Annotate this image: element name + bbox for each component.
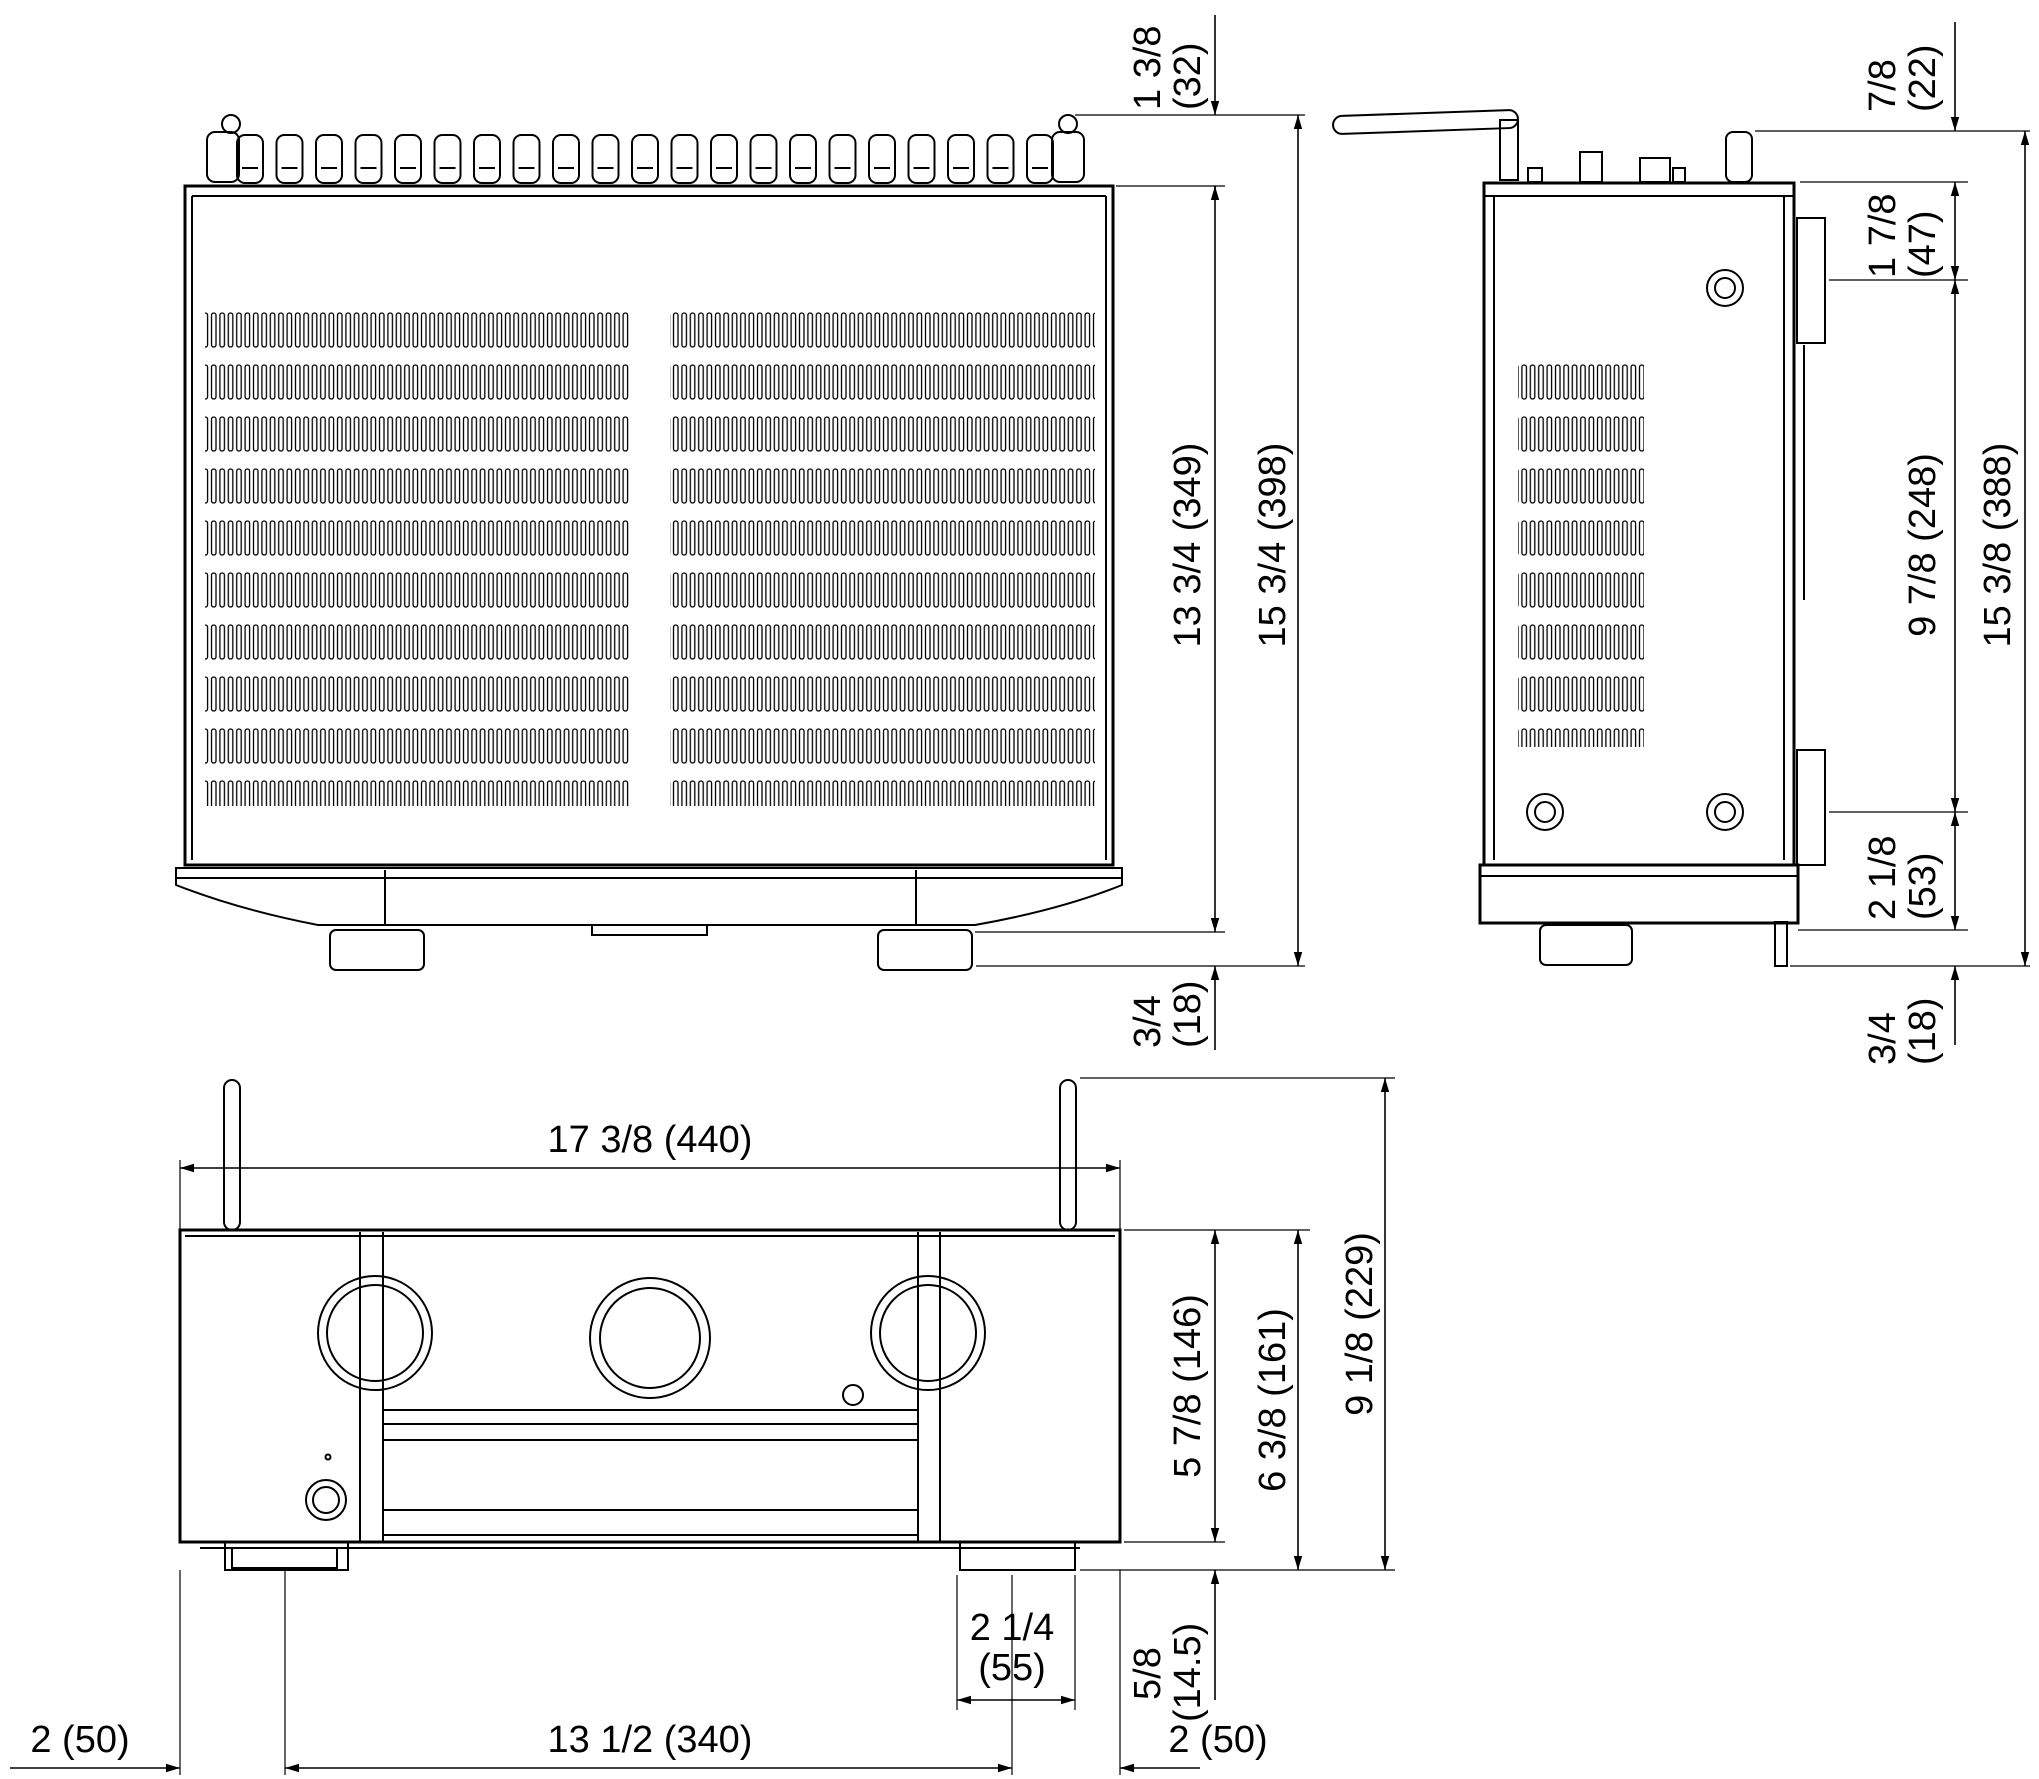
rear-terminal — [631, 134, 659, 184]
rear-terminal — [236, 134, 264, 184]
front-foot-width-mm: (55) — [978, 1647, 1046, 1689]
side-total-depth: 15 3/8 (388) — [1977, 443, 2019, 648]
power-button — [305, 1453, 347, 1521]
display-knob-center — [589, 1277, 711, 1399]
rear-terminal — [749, 134, 778, 184]
small-button — [842, 1384, 864, 1406]
rear-terminal — [710, 134, 738, 184]
front-foot-width-in: 2 1/4 — [970, 1607, 1055, 1649]
front-view: 17 3/8 (440) 5 7/8 (146) 6 3/8 (161) 9 1… — [10, 1077, 1395, 1775]
rear-terminal — [789, 134, 817, 184]
rear-terminal — [868, 134, 896, 184]
rear-terminal — [275, 134, 304, 184]
antenna-right — [1059, 1079, 1077, 1231]
antenna-left — [223, 1079, 241, 1231]
rear-terminal — [907, 134, 936, 184]
side-foot-offset-mm: (18) — [1902, 997, 1944, 1065]
rear-terminals — [236, 134, 1054, 184]
top-body-depth: 13 3/4 (349) — [1167, 443, 1209, 648]
rear-terminal — [354, 134, 383, 184]
side-top-section-in: 1 7/8 — [1862, 193, 1904, 278]
front-width: 17 3/8 (440) — [548, 1119, 753, 1161]
top-antenna-offset-in: 1 3/8 — [1127, 25, 1169, 110]
rear-terminal — [591, 134, 620, 184]
rear-terminal — [986, 134, 1015, 184]
front-body-height: 5 7/8 (146) — [1167, 1294, 1209, 1478]
side-antenna-offset-mm: (22) — [1902, 44, 1944, 112]
top-total-depth: 15 3/4 (398) — [1252, 443, 1294, 648]
front-height-with-feet: 6 3/8 (161) — [1252, 1308, 1294, 1492]
top-view: 1 3/8 (32) 13 3/4 (349) 15 3/4 (398) 3/4… — [175, 15, 1305, 1050]
volume-knob-right — [870, 1275, 986, 1391]
rear-terminal — [433, 134, 462, 184]
front-left-foot-offset: 2 (50) — [30, 1719, 129, 1761]
side-bottom-section-mm: (53) — [1902, 852, 1944, 920]
vent-grille-right — [670, 308, 1095, 806]
side-screws — [1526, 269, 1744, 831]
top-foot-offset-in: 3/4 — [1127, 995, 1169, 1048]
side-middle-section: 9 7/8 (248) — [1902, 453, 1944, 637]
rear-terminal — [315, 134, 343, 184]
side-vent-grille — [1518, 355, 1644, 747]
rear-terminal — [947, 134, 975, 184]
volume-knob-left — [317, 1275, 433, 1391]
top-foot-offset-mm: (18) — [1167, 980, 1209, 1048]
rear-terminal — [473, 134, 501, 184]
side-view: 7/8 (22) 1 7/8 (47) 9 7/8 (248) 15 3/8 (… — [1332, 22, 2030, 1065]
rear-terminal — [552, 134, 580, 184]
rear-terminal — [670, 134, 699, 184]
vent-grille-left — [205, 308, 630, 806]
front-right-foot-offset: 2 (50) — [1168, 1719, 1267, 1761]
side-foot-offset-in: 3/4 — [1862, 1012, 1904, 1065]
front-foot-height-in: 5/8 — [1127, 1647, 1169, 1700]
top-antenna-offset-mm: (32) — [1167, 42, 1209, 110]
rear-terminal — [394, 134, 422, 184]
side-top-section-mm: (47) — [1902, 210, 1944, 278]
front-height-with-antenna: 9 1/8 (229) — [1339, 1232, 1381, 1416]
front-foot-height-mm: (14.5) — [1167, 1623, 1209, 1722]
rear-terminal — [512, 134, 541, 184]
front-foot-spacing: 13 1/2 (340) — [548, 1719, 753, 1761]
rear-terminal — [828, 134, 857, 184]
side-bottom-section-in: 2 1/8 — [1862, 835, 1904, 920]
rear-terminal — [1026, 134, 1054, 184]
side-antenna-offset-in: 7/8 — [1862, 59, 1904, 112]
